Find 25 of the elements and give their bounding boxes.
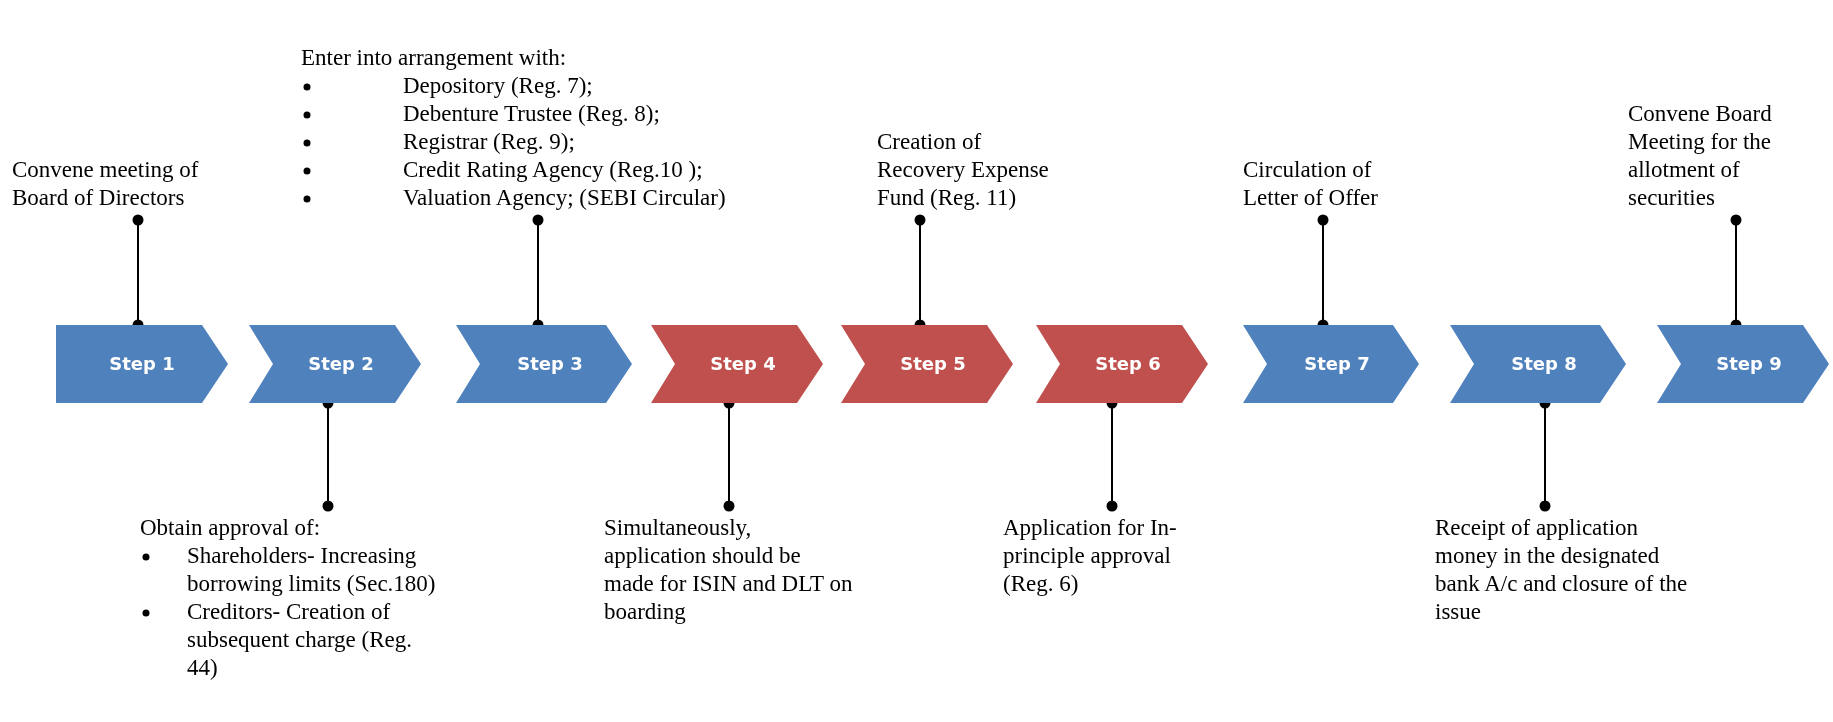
process-step: Step 2 xyxy=(249,325,421,403)
list-item: Shareholders- Increasing borrowing limits (Sec.180) xyxy=(187,542,437,598)
list-item: Credit Rating Agency (Reg.10 ); xyxy=(403,156,704,184)
callout-text: Circulation of Letter of Offer xyxy=(1243,156,1418,212)
list-item: Debenture Trustee (Reg. 8); xyxy=(403,100,661,128)
process-step: Step 8 xyxy=(1450,325,1626,403)
list-item: Registrar (Reg. 9); xyxy=(403,128,576,156)
process-step: Step 5 xyxy=(841,325,1013,403)
list-item: Depository (Reg. 7); xyxy=(403,72,594,100)
process-step: Step 9 xyxy=(1657,325,1829,403)
callout-text: Convene Board Meeting for the allotment of securities xyxy=(1628,100,1828,212)
process-step: Step 4 xyxy=(651,325,823,403)
callout-text: Application for In-principle approval (Reg. 6) xyxy=(1003,514,1193,598)
process-step: Step 6 xyxy=(1036,325,1208,403)
process-step: Step 3 xyxy=(456,325,632,403)
list-item: Valuation Agency; (SEBI Circular) xyxy=(403,184,727,212)
callout-text: Creation of Recovery Expense Fund (Reg. 11) xyxy=(877,128,1067,212)
process-step: Step 1 xyxy=(56,325,228,403)
callout-heading: Enter into arrangement with: xyxy=(301,44,568,72)
callout-text: Convene meeting of Board of Directors xyxy=(12,156,227,212)
callout-text: Receipt of application money in the designated bank A/c and closure of the issue xyxy=(1435,514,1690,626)
callout-heading: Obtain approval of: xyxy=(140,514,322,542)
process-step: Step 7 xyxy=(1243,325,1419,403)
callout-text: Simultaneously, application should be made for ISIN and DLT on boarding xyxy=(604,514,854,626)
list-item: Creditors- Creation of subsequent charge (Reg. 44) xyxy=(187,598,414,682)
